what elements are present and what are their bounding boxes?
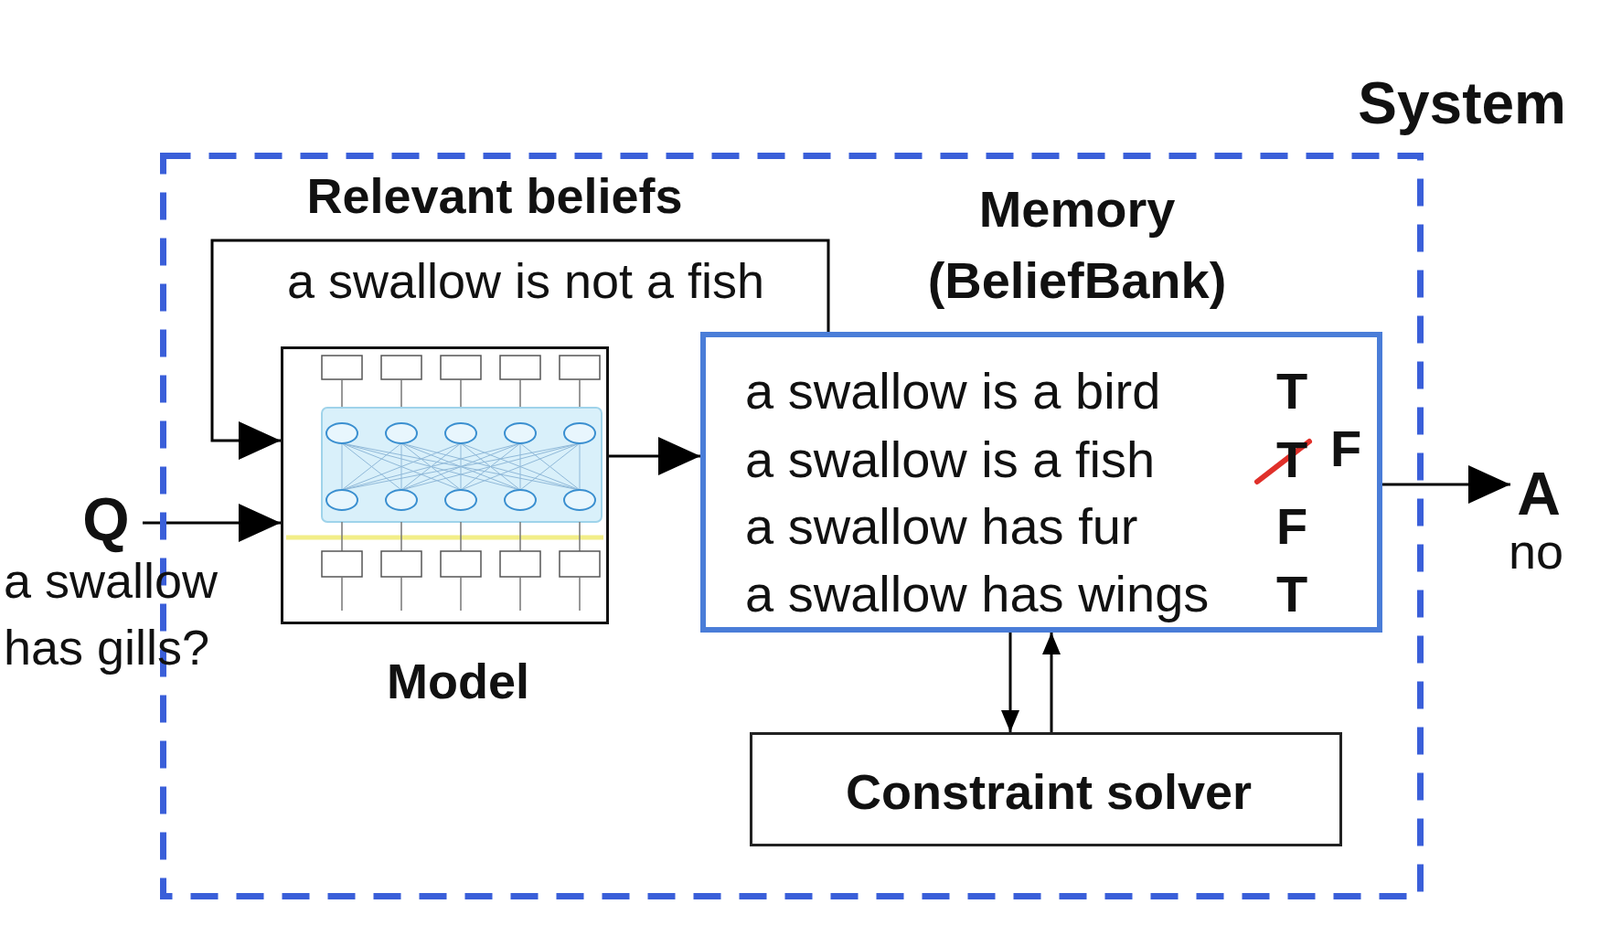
unit-oval: [564, 423, 596, 444]
answer-arrow: [1382, 483, 1511, 487]
edge-label: Relevant beliefs: [302, 167, 686, 224]
belief-text: a swallow has fur: [745, 497, 1139, 556]
model-ground: [282, 348, 608, 623]
model-box: Model: [280, 346, 609, 625]
belief-text: a swallow is a bird: [745, 362, 1161, 421]
token-box: [321, 355, 363, 380]
connector-arrow: [212, 240, 829, 441]
encoder-block: [321, 407, 602, 523]
belief-text: a swallow has wings: [745, 565, 1209, 624]
token-box: [440, 551, 481, 577]
truth-value: F: [1276, 497, 1308, 556]
token-box: [500, 551, 541, 577]
unit-oval: [445, 490, 477, 511]
unit-oval: [445, 423, 477, 444]
token-link: [341, 522, 580, 552]
embedding-line: [286, 535, 604, 541]
belief-text: a swallow is a fish: [745, 430, 1155, 490]
system-heading: System: [1357, 70, 1567, 139]
token-box: [500, 355, 541, 380]
model-heading: Model: [386, 652, 530, 710]
truth-value: T: [1276, 362, 1308, 421]
input-tokens: [321, 551, 600, 577]
belief-note: a swallow is not a fish: [283, 252, 768, 310]
attention-lines: [341, 443, 580, 491]
connector-arrow: [608, 455, 701, 459]
token-link: [341, 576, 580, 611]
question-mark-label: Q: [82, 485, 129, 555]
unit-oval: [504, 490, 536, 511]
token-box: [321, 551, 363, 577]
question-text: a swallow has gills?: [3, 547, 256, 682]
truth-value: T: [1276, 430, 1308, 490]
truth-value: T: [1276, 565, 1308, 624]
token-box: [381, 551, 422, 577]
token-box: [381, 355, 422, 380]
output-tokens: [321, 355, 600, 380]
answer-text: no: [1508, 522, 1564, 580]
token-box: [559, 551, 600, 577]
answer-mark-label: A: [1516, 459, 1561, 530]
memory-box: Memory (BeliefBank)a swallow is a birdTa…: [700, 331, 1383, 633]
unit-oval: [385, 423, 417, 444]
solver-box: Constraint solver: [749, 732, 1343, 847]
unit-oval: [385, 490, 417, 511]
token-box: [440, 355, 481, 380]
token-box: [559, 355, 600, 380]
unit-oval: [564, 490, 596, 511]
unit-oval: [326, 490, 358, 511]
encoder-units: [326, 423, 596, 511]
connector-arrow: [1050, 632, 1054, 733]
dashed-rect: [163, 156, 1421, 897]
token-link: [341, 379, 580, 408]
unit-oval: [504, 423, 536, 444]
solver-label: Constraint solver: [845, 763, 1252, 821]
memory-heading: Memory (BeliefBank): [885, 173, 1270, 317]
truth-value: F: [1330, 419, 1362, 479]
unit-oval: [326, 423, 358, 444]
connector-arrow: [1009, 632, 1013, 733]
